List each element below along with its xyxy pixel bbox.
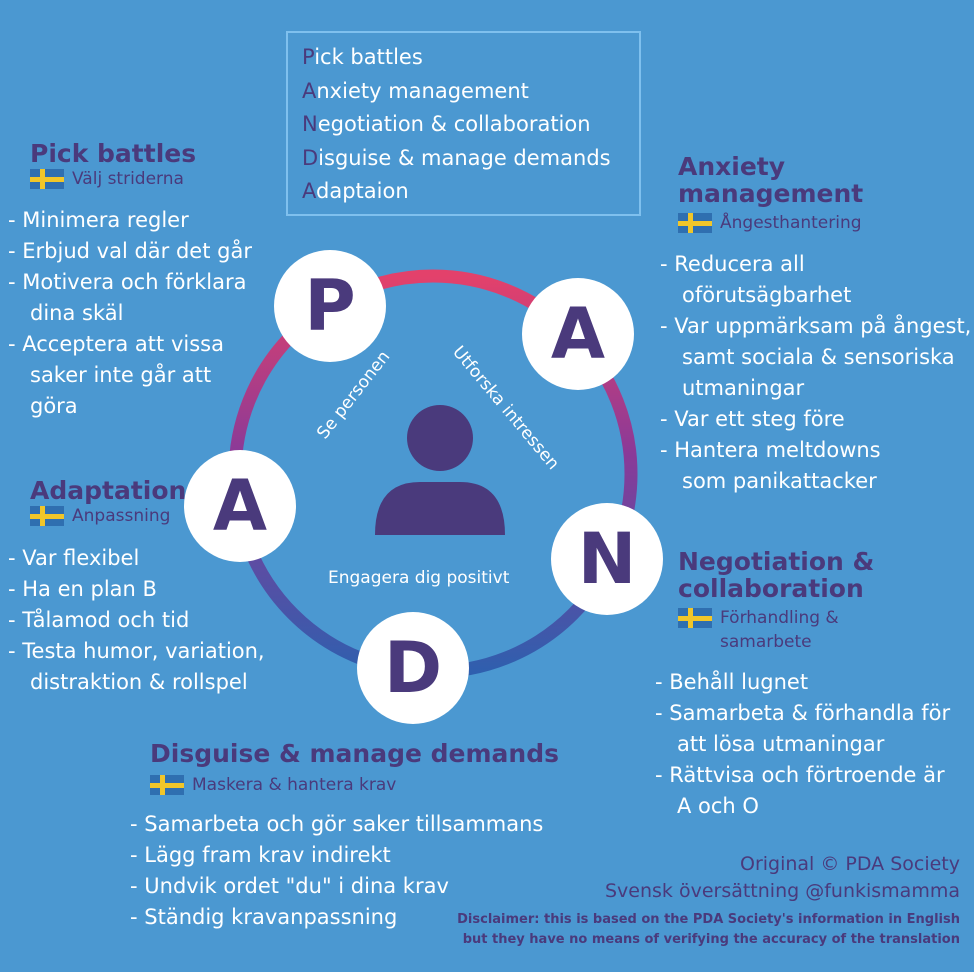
legend-item: Disguise & manage demands <box>302 145 611 170</box>
letter-circle-p: P <box>274 250 386 362</box>
list-item: Var ett steg före <box>660 404 972 435</box>
list-item: Motivera och förklara dina skäl <box>8 267 280 329</box>
list-item: Erbjud val där det går <box>8 236 298 267</box>
legend-item: Adaptaion <box>302 179 409 203</box>
person-icon <box>375 405 505 535</box>
negotiation-list: Behåll lugnet Samarbeta & förhandla för … <box>655 667 955 822</box>
list-item: Samarbeta & förhandla för att lösa utman… <box>655 698 955 760</box>
section-anxiety: Anxiety management Ångesthantering <box>678 153 968 235</box>
swedish-flag-icon <box>30 506 64 526</box>
section-title: Pick battles <box>30 139 197 168</box>
swedish-title: Välj striderna <box>72 169 184 189</box>
section-disguise: Disguise & manage demands Maskera & hant… <box>150 740 559 797</box>
list-item: Minimera regler <box>8 205 298 236</box>
list-item: Tålamod och tid <box>8 605 298 636</box>
swedish-title: Ångesthantering <box>720 213 862 233</box>
list-item: Undvik ordet "du" i dina krav <box>130 871 600 902</box>
list-item: Samarbeta och gör saker tillsammans <box>130 809 600 840</box>
swedish-flag-icon <box>30 169 64 189</box>
swedish-flag-icon <box>678 608 712 628</box>
pick-battles-list: Minimera regler Erbjud val där det går M… <box>8 205 298 422</box>
credit-translation: Svensk översättning @funkismamma <box>604 880 960 902</box>
pda-legend-box: Pick battles Anxiety management Negotiat… <box>286 31 641 216</box>
disclaimer: Disclaimer: this is based on the PDA Soc… <box>457 910 960 950</box>
disclaimer-line: but they have no means of verifying the … <box>462 932 960 947</box>
section-title: Adaptation <box>30 476 187 505</box>
legend-item: Anxiety management <box>302 78 529 103</box>
section-title: Negotiation & collaboration <box>678 547 875 603</box>
legend-item: Negotiation & collaboration <box>302 112 591 136</box>
list-item: Behåll lugnet <box>655 667 955 698</box>
disguise-list: Samarbeta och gör saker tillsammans Lägg… <box>130 809 600 933</box>
swedish-flag-icon <box>678 213 712 233</box>
list-item: Ha en plan B <box>8 574 298 605</box>
section-title: Disguise & manage demands <box>150 739 559 768</box>
list-item: Rättvisa och förtroende är A och O <box>655 760 950 822</box>
letter-circle-a-anxiety: A <box>522 278 634 390</box>
swedish-title: Maskera & hantera krav <box>192 775 397 795</box>
section-pick-battles: Pick battles Välj striderna <box>30 140 300 191</box>
list-item: Testa humor, variation, distraktion & ro… <box>8 636 298 698</box>
label-engagera: Engagera dig positivt <box>328 568 510 588</box>
section-title: Anxiety management <box>678 152 864 208</box>
legend-item: Pick battles <box>302 45 423 69</box>
credits: Original © PDA Society Svensk översättni… <box>605 851 960 905</box>
swedish-flag-icon <box>150 775 184 795</box>
letter-circle-n: N <box>551 503 663 615</box>
list-item: Ständig kravanpassning <box>130 902 600 933</box>
section-negotiation: Negotiation & collaboration Förhandling … <box>678 548 938 654</box>
adaptation-list: Var flexibel Ha en plan B Tålamod och ti… <box>8 543 298 698</box>
list-item: Reducera all oförutsägbarhet <box>660 249 880 311</box>
swedish-title: Förhandling & samarbete <box>720 608 839 652</box>
section-adaptation: Adaptation Anpassning <box>30 477 186 528</box>
list-item: Acceptera att vissa saker inte går att g… <box>8 329 258 422</box>
letter-circle-d: D <box>357 612 469 724</box>
credit-original: Original © PDA Society <box>739 853 960 875</box>
list-item: Hantera meltdowns som panikattacker <box>660 435 920 497</box>
swedish-title: Anpassning <box>72 506 171 526</box>
disclaimer-line: Disclaimer: this is based on the PDA Soc… <box>457 912 960 927</box>
list-item: Var uppmärksam på ångest, samt sociala &… <box>660 311 972 404</box>
anxiety-list: Reducera all oförutsägbarhet Var uppmärk… <box>660 249 972 497</box>
list-item: Var flexibel <box>8 543 298 574</box>
list-item: Lägg fram krav indirekt <box>130 840 600 871</box>
